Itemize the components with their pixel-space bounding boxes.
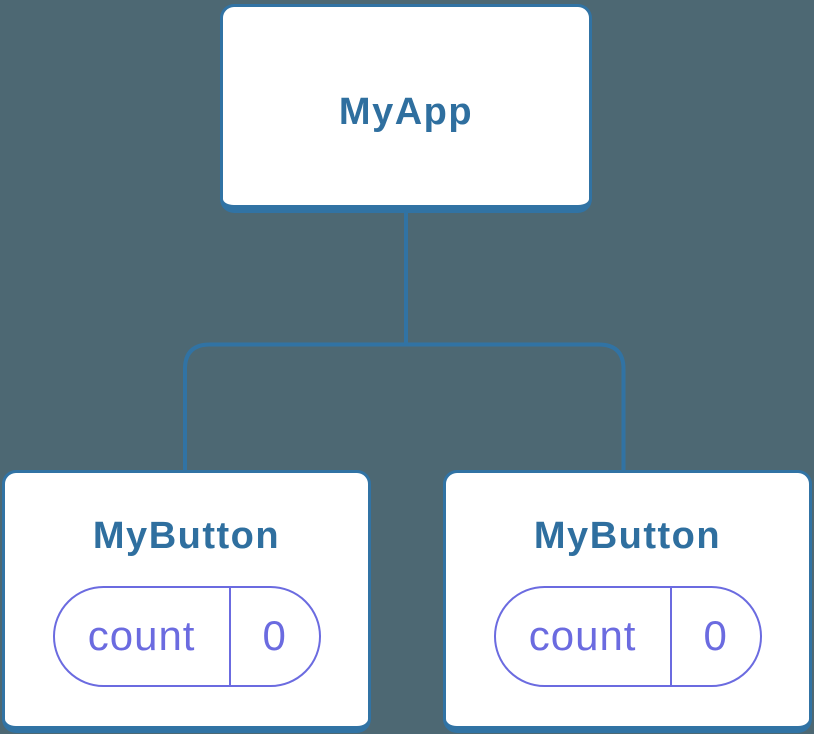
- component-node-child-1: MyButton count 0: [2, 470, 371, 733]
- state-pill: count 0: [493, 585, 762, 687]
- component-node-child-2: MyButton count 0: [443, 470, 812, 733]
- component-name-label: MyButton: [533, 515, 722, 557]
- state-value-label: 0: [262, 612, 287, 660]
- state-value-label: 0: [703, 612, 728, 660]
- state-key-label: count: [55, 587, 231, 685]
- component-name-label: MyButton: [92, 515, 281, 557]
- state-pill: count 0: [52, 585, 321, 687]
- component-node-root: MyApp: [220, 4, 592, 213]
- state-key-label: count: [496, 587, 672, 685]
- component-name-label: MyApp: [338, 91, 474, 134]
- connector-bracket: [183, 342, 626, 471]
